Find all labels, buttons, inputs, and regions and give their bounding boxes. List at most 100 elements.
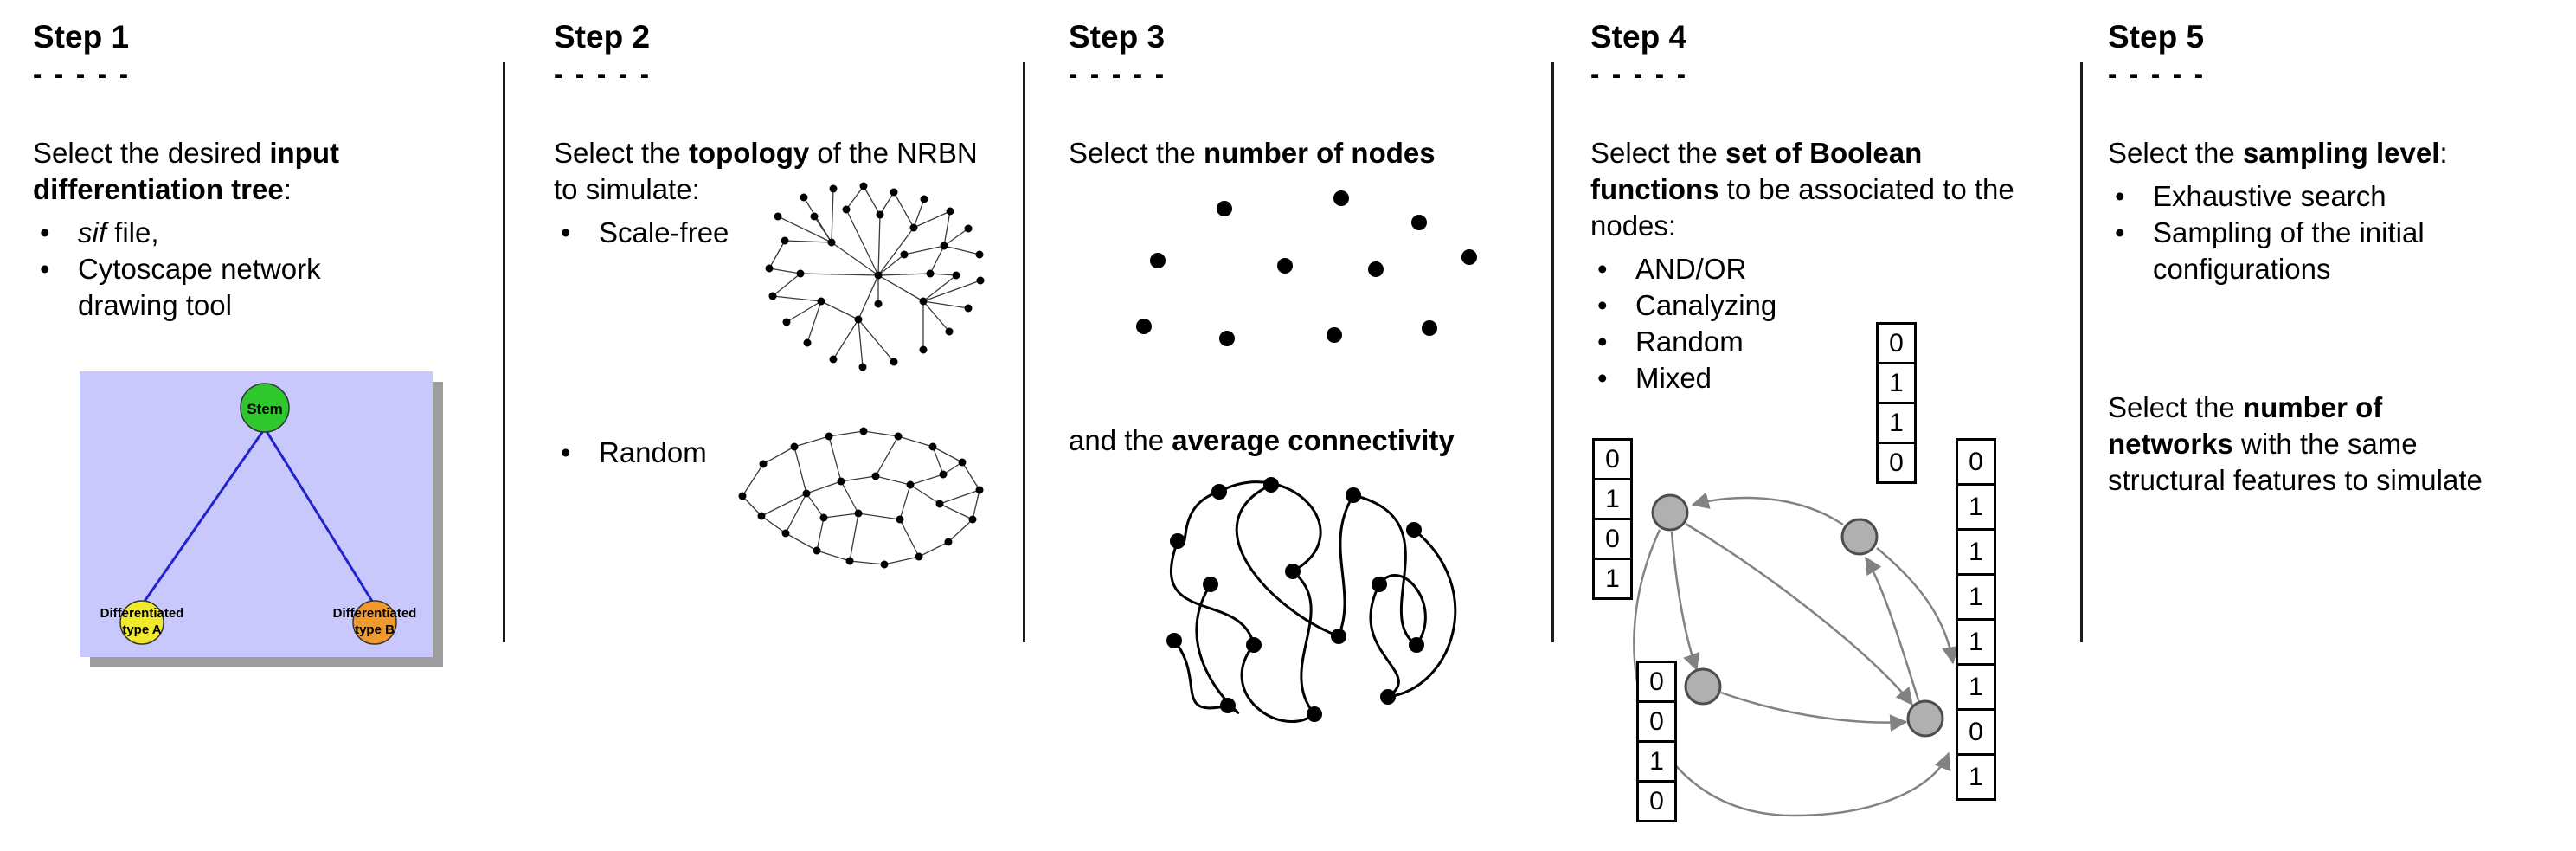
bullet-marker: • (1597, 289, 1608, 321)
truth-table-bottom-left: 0 0 1 0 (1636, 661, 1677, 822)
list-item-sif-file: • sif file, (33, 215, 504, 251)
truth-table-cell: 1 (1636, 740, 1677, 783)
gene-node (1684, 667, 1722, 706)
step-3-nodes-text: Select the number of nodes (1069, 137, 1436, 169)
step-3-dashes: - - - - - (1069, 59, 1167, 89)
step-4-options: • AND/OR • Canalyzing • Random • Mixed (1590, 251, 2071, 396)
bullet-marker: • (40, 253, 50, 285)
step-5-column: Step 5 - - - - - Select the sampling lev… (2108, 0, 2571, 851)
gene-node (1906, 699, 1944, 738)
step-3-column: Step 3 - - - - - Select the number of no… (1069, 0, 1540, 851)
tree-edge-a (142, 428, 267, 603)
truth-table-cell: 0 (1956, 708, 1996, 756)
step-1-dashes: - - - - - (33, 59, 132, 89)
step-2-title: Step 2 (554, 19, 651, 55)
step-1-intro: Select the desired input differentiation… (33, 137, 339, 205)
scale-free-nodes (765, 182, 985, 371)
truth-table-cell: 0 (1636, 700, 1677, 743)
column-divider-4 (2080, 62, 2083, 642)
node-b-label-line1: Differentiated (333, 606, 417, 621)
nodes-scatter-figure (1136, 190, 1477, 346)
truth-table-cell: 1 (1592, 478, 1633, 520)
truth-table-cell: 1 (1592, 558, 1633, 600)
list-item-mixed: • Mixed (1590, 360, 2071, 396)
truth-table-cell: 1 (1956, 753, 1996, 801)
truth-table-cell: 0 (1956, 438, 1996, 486)
boolean-network-figure: 0 1 1 0 0 1 0 1 0 0 1 0 0 1 1 1 (1590, 303, 2075, 851)
step-5-intro: Select the sampling level: (2108, 137, 2448, 169)
truth-table-cell: 1 (1876, 362, 1917, 404)
bullet-marker: • (40, 216, 50, 248)
column-divider-3 (1551, 62, 1554, 642)
bullet-marker: • (1597, 362, 1608, 394)
truth-table-cell: 0 (1636, 661, 1677, 703)
list-item-canalyzing: • Canalyzing (1590, 287, 2071, 324)
step-4-title: Step 4 (1590, 19, 1687, 55)
step-1-column: Step 1 - - - - - Select the desired inpu… (33, 0, 504, 851)
differentiated-b-node (352, 600, 397, 645)
step-5-options: • Exhaustive search • Sampling of the in… (2108, 178, 2571, 287)
scatter-dots (1136, 190, 1477, 346)
column-divider-2 (1023, 62, 1025, 642)
step-3-connectivity-text: and the average connectivity (1069, 424, 1455, 456)
truth-table-left: 0 1 0 1 (1592, 438, 1633, 600)
truth-table-cell: 1 (1876, 402, 1917, 444)
step-4-column: Step 4 - - - - - Select the set of Boole… (1590, 0, 2071, 851)
step-5-title: Step 5 (2108, 19, 2205, 55)
column-divider-1 (503, 62, 505, 642)
truth-table-right: 0 1 1 1 1 1 0 1 (1956, 438, 1996, 801)
step-1-options: • sif file, • Cytoscape network drawing … (33, 215, 504, 324)
scale-free-network-figure (765, 182, 985, 371)
bullet-marker: • (561, 436, 571, 468)
bullet-marker: • (2115, 216, 2125, 248)
step-4-intro: Select the set of Boolean functions to b… (1590, 137, 2014, 242)
truth-table-cell: 1 (1956, 528, 1996, 576)
step-2-dashes: - - - - - (554, 59, 652, 89)
truth-table-cell: 0 (1636, 780, 1677, 822)
scale-free-edges (768, 185, 981, 368)
node-a-label-line2: type A (122, 622, 161, 637)
node-b-label-line2: type B (355, 622, 395, 637)
list-item-and-or: • AND/OR (1590, 251, 2071, 287)
truth-table-cell: 0 (1876, 322, 1917, 364)
step-5-dashes: - - - - - (2108, 59, 2207, 89)
step-2-options: • Scale-free • Random (554, 215, 1004, 471)
truth-table-cell: 1 (1956, 573, 1996, 621)
truth-table-top: 0 1 1 0 (1876, 322, 1917, 484)
truth-table-cell: 1 (1956, 618, 1996, 666)
step-2-column: Step 2 - - - - - Select the topology of … (554, 0, 1004, 851)
boolean-network-arrows (1633, 492, 1959, 817)
random-edges (742, 430, 980, 565)
truth-table-cell: 0 (1876, 442, 1917, 484)
tree-edge-b (263, 428, 375, 603)
bullet-marker: • (1597, 326, 1608, 358)
boolean-network-nodes (1651, 493, 1944, 738)
node-a-label-line1: Differentiated (100, 606, 184, 621)
list-item-cytoscape: • Cytoscape network drawing tool (33, 251, 504, 324)
truth-table-cell: 0 (1592, 518, 1633, 560)
step-3-title: Step 3 (1069, 19, 1166, 55)
step-4-dashes: - - - - - (1590, 59, 1689, 89)
stem-node-label: Stem (247, 401, 283, 417)
stem-node (240, 383, 290, 433)
list-item-random-functions: • Random (1590, 324, 2071, 360)
gene-node (1840, 518, 1879, 556)
step-1-title: Step 1 (33, 19, 130, 55)
tangle-edges (1170, 480, 1457, 723)
list-item-random: • Random (554, 435, 1004, 471)
truth-table-cell: 1 (1956, 483, 1996, 531)
step-5-networks-text: Select the number of networks with the s… (2108, 391, 2483, 496)
truth-table-cell: 0 (1592, 438, 1633, 480)
list-item-sampling-initial-configurations: • Sampling of the initial configurations (2108, 215, 2571, 287)
boolean-network-graph (1633, 492, 1959, 817)
tangle-dots (1166, 477, 1424, 722)
list-item-scale-free: • Scale-free (554, 215, 1004, 251)
differentiation-tree-figure: Stem Differentiated type A Differentiate… (80, 371, 443, 667)
bullet-marker: • (1597, 253, 1608, 285)
random-network-figure (738, 427, 984, 569)
truth-table-cell: 1 (1956, 663, 1996, 711)
bullet-marker: • (2115, 180, 2125, 212)
gene-node (1651, 493, 1689, 532)
connectivity-network-figure (1166, 477, 1457, 723)
